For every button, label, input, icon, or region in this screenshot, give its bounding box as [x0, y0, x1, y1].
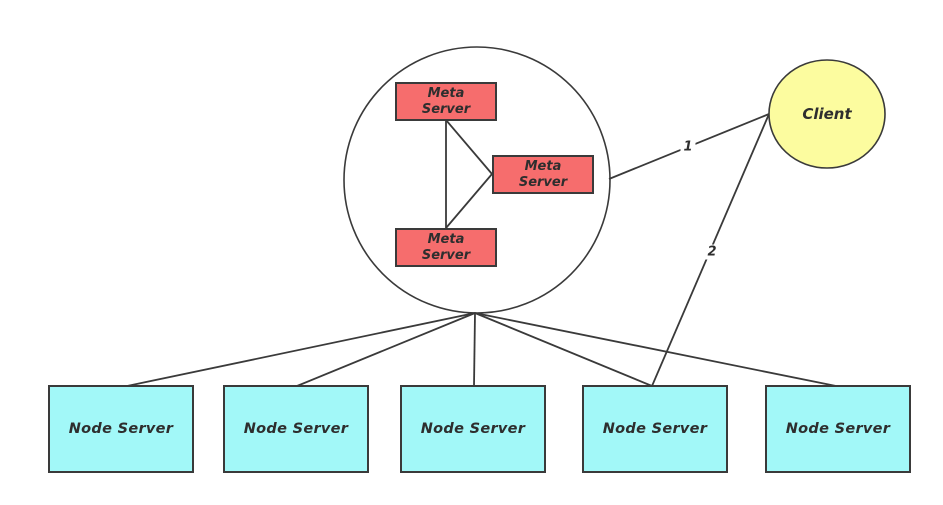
edge-label-1: 1 — [680, 139, 696, 155]
node-server-box: Node Server — [582, 385, 728, 473]
meta-server-box: Meta Server — [395, 82, 497, 121]
edge-meta-bottom-right — [445, 173, 493, 229]
edge-cluster-node2 — [296, 312, 476, 387]
meta-server-label: Meta Server — [421, 231, 471, 263]
edge-cluster-node4 — [474, 312, 653, 387]
edge-label-2: 2 — [704, 244, 720, 260]
node-server-box: Node Server — [48, 385, 194, 473]
node-server-label: Node Server — [68, 421, 174, 437]
node-server-label: Node Server — [243, 421, 349, 437]
node-server-label: Node Server — [420, 421, 526, 437]
meta-server-box: Meta Server — [395, 228, 497, 267]
meta-server-label: Meta Server — [518, 158, 568, 190]
node-server-box: Node Server — [400, 385, 546, 473]
node-server-box: Node Server — [765, 385, 911, 473]
edge-cluster-node5 — [474, 312, 837, 387]
edge-meta-top-right — [445, 119, 493, 175]
meta-server-box: Meta Server — [492, 155, 594, 194]
edge-cluster-node1 — [126, 312, 476, 387]
node-server-box: Node Server — [223, 385, 369, 473]
edge-cluster-node3 — [473, 312, 476, 387]
meta-server-label: Meta Server — [421, 85, 471, 117]
node-server-label: Node Server — [785, 421, 891, 437]
node-server-label: Node Server — [602, 421, 708, 437]
client-circle — [768, 59, 886, 169]
